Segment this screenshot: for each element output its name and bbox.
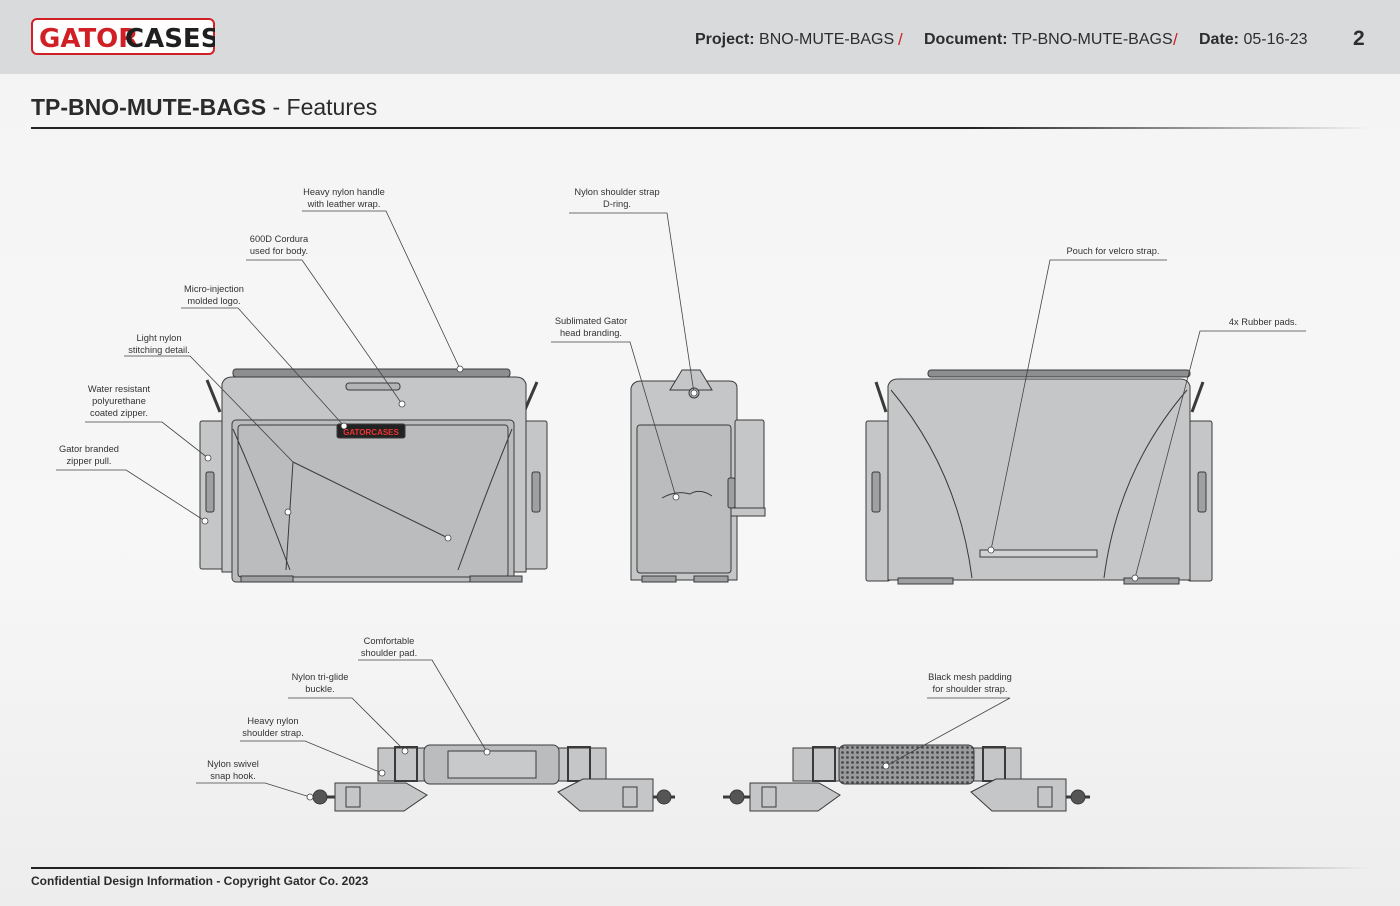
leader-handle — [302, 210, 461, 370]
logo-text-gator: GATOR — [39, 24, 138, 54]
marker-rubber-pads — [1131, 574, 1139, 582]
leader-zipper-pull — [56, 469, 206, 522]
callout-zipper: Water resistant polyurethane coated zipp… — [87, 384, 151, 418]
header-bar: GATOR CASES Project: BNO-MUTE-BAGS / Doc… — [0, 0, 1400, 74]
front-view-bag: GATORCASES — [199, 368, 548, 583]
marker-mesh — [882, 762, 890, 770]
logo-text-cases: CASES — [125, 24, 215, 54]
leader-strap — [240, 740, 383, 774]
date-label: Date: — [1199, 31, 1240, 48]
marker-zipper — [204, 454, 212, 462]
title-rule — [31, 127, 1371, 129]
marker-pouch — [987, 546, 995, 554]
callout-head-branding: Sublimated Gator head branding. — [554, 316, 628, 338]
leader-zipper — [85, 421, 209, 459]
leader-stitching — [124, 355, 449, 539]
callout-logo: Micro-injection molded logo. — [184, 284, 244, 306]
callout-cordura: 600D Cordura used for body. — [249, 234, 309, 256]
title-suffix: - Features — [266, 94, 378, 120]
side-view-bag — [630, 369, 766, 583]
date-value: 05-16-23 — [1243, 31, 1308, 48]
callout-mesh: Black mesh padding for shoulder strap. — [928, 672, 1012, 694]
marker-snap-hook — [306, 793, 314, 801]
marker-logo — [340, 422, 348, 430]
shoulder-strap-front — [308, 744, 675, 812]
marker-dring — [690, 389, 698, 397]
gator-cases-logo: GATOR CASES — [31, 18, 215, 55]
marker-stitching-1 — [284, 508, 292, 516]
callout-dring: Nylon shoulder strap D-ring. — [574, 187, 660, 209]
marker-cordura — [398, 400, 406, 408]
separator: / — [1173, 30, 1178, 49]
leader-shoulder-pad — [358, 659, 488, 753]
badge-logo-text: GATORCASES — [343, 428, 399, 437]
marker-shoulder-pad — [483, 748, 491, 756]
leader-mesh — [885, 697, 1011, 767]
marker-head-branding — [672, 493, 680, 501]
page-number: 2 — [1353, 27, 1365, 50]
leader-triglide — [288, 697, 406, 752]
leader-snap-hook — [196, 782, 311, 798]
callout-pouch: Pouch for velcro strap. — [1066, 246, 1160, 256]
document-value: TP-BNO-MUTE-BAGS — [1011, 31, 1173, 48]
project-label: Project: — [695, 31, 755, 48]
marker-handle — [456, 365, 464, 373]
title-main: TP-BNO-MUTE-BAGS — [31, 94, 267, 120]
leader-logo — [181, 307, 345, 427]
back-view-bag — [865, 369, 1213, 585]
callout-shoulder-pad: Comfortable shoulder pad. — [360, 636, 418, 658]
marker-strap — [378, 769, 386, 777]
callout-stitching: Light nylon stitching detail. — [128, 333, 190, 355]
callout-snap-hook: Nylon swivel snap hook. — [207, 759, 259, 781]
date-meta: Date: 05-16-23 — [1199, 31, 1308, 49]
leader-pouch — [990, 259, 1167, 551]
leader-rubber-pads — [1134, 330, 1306, 579]
project-meta: Project: BNO-MUTE-BAGS — [695, 31, 894, 49]
document-label: Document: — [924, 31, 1008, 48]
page-title: TP-BNO-MUTE-BAGS - Features — [31, 94, 377, 121]
callout-zipper-pull: Gator branded zipper pull. — [59, 444, 119, 466]
marker-zipper-pull — [201, 517, 209, 525]
marker-triglide — [401, 747, 409, 755]
leader-head-branding — [551, 341, 677, 498]
leader-cordura — [246, 259, 403, 405]
document-meta: Document: TP-BNO-MUTE-BAGS — [924, 31, 1173, 49]
callout-strap: Heavy nylon shoulder strap. — [242, 716, 304, 738]
marker-stitching-2 — [444, 534, 452, 542]
callout-triglide: Nylon tri-glide buckle. — [291, 672, 349, 694]
separator: / — [898, 30, 903, 49]
callout-rubber-pads: 4x Rubber pads. — [1228, 317, 1298, 327]
project-value: BNO-MUTE-BAGS — [759, 31, 895, 48]
leader-dring — [569, 212, 695, 394]
callout-handle: Heavy nylon handle with leather wrap. — [303, 187, 385, 209]
shoulder-strap-back — [723, 744, 1090, 812]
footer-rule — [31, 867, 1371, 869]
footer-text: Confidential Design Information - Copyri… — [31, 874, 369, 888]
